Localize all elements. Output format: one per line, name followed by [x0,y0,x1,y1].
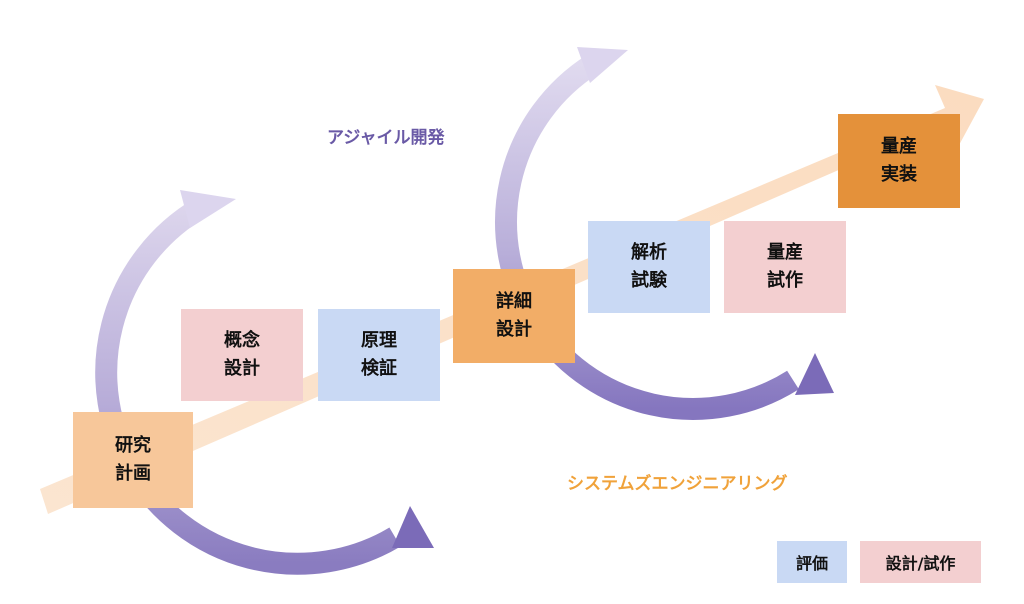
left-cycle-arrowhead-bottom [392,506,434,548]
box-analysis-test: 解析 試験 [588,221,710,313]
box-principle-verification: 原理 検証 [318,309,440,401]
legend-design-prototype: 設計/試作 [860,541,981,583]
systems-engineering-title: システムズエンジニアリング [567,474,788,494]
agile-title: アジャイル開発 [327,128,445,148]
box-mass-prototype: 量産 試作 [724,221,846,313]
box-detail-design: 詳細 設計 [453,269,575,363]
box-research-plan: 研究 計画 [73,412,193,508]
legend-evaluation: 評価 [777,541,847,583]
box-concept-design: 概念 設計 [181,309,303,401]
right-cycle-arrowhead-top [577,47,628,83]
box-mass-production: 量産 実装 [838,114,960,208]
right-cycle-arrowhead-bottom [795,353,834,395]
left-cycle-arrowhead-top [180,190,236,228]
